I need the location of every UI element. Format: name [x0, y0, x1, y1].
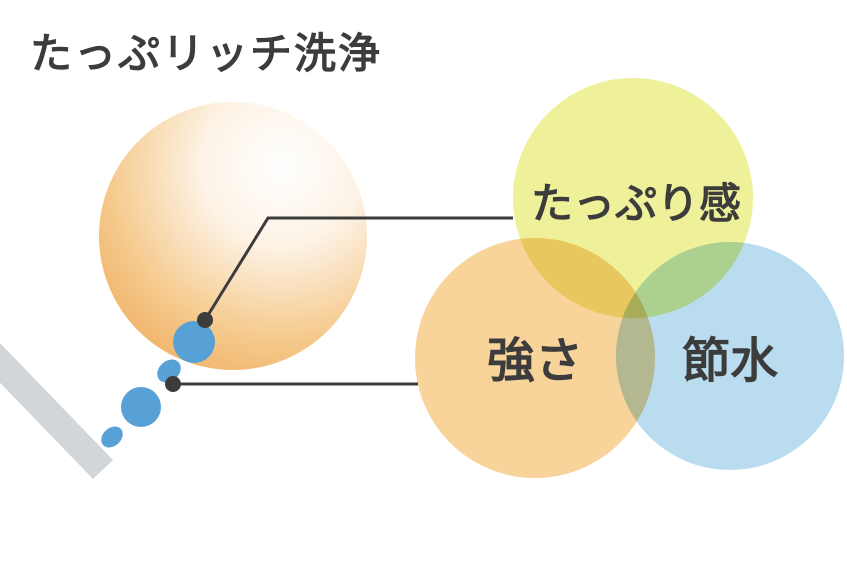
water-droplet-icon-large	[173, 321, 215, 363]
page-title: たっぷリッチ洗浄	[30, 29, 383, 78]
water-droplet-icon-small-lower	[101, 426, 123, 448]
connector-dot-top	[197, 312, 213, 328]
venn-label-strength: 強さ	[487, 333, 583, 389]
venn-label-fullness: たっぷり感	[531, 179, 741, 228]
venn-circle-strength	[415, 238, 655, 478]
callout-connectors	[173, 216, 513, 386]
venn-label-water-saving: 節水	[682, 333, 779, 389]
splash-gradient-ball	[99, 102, 367, 370]
connector-line-top	[203, 216, 513, 321]
spray-nozzle	[0, 343, 113, 479]
venn-circle-water-saving	[616, 242, 844, 470]
venn-diagram	[415, 78, 844, 478]
water-droplet-icon-medium	[121, 387, 161, 427]
connector-dot-bottom	[165, 376, 181, 392]
